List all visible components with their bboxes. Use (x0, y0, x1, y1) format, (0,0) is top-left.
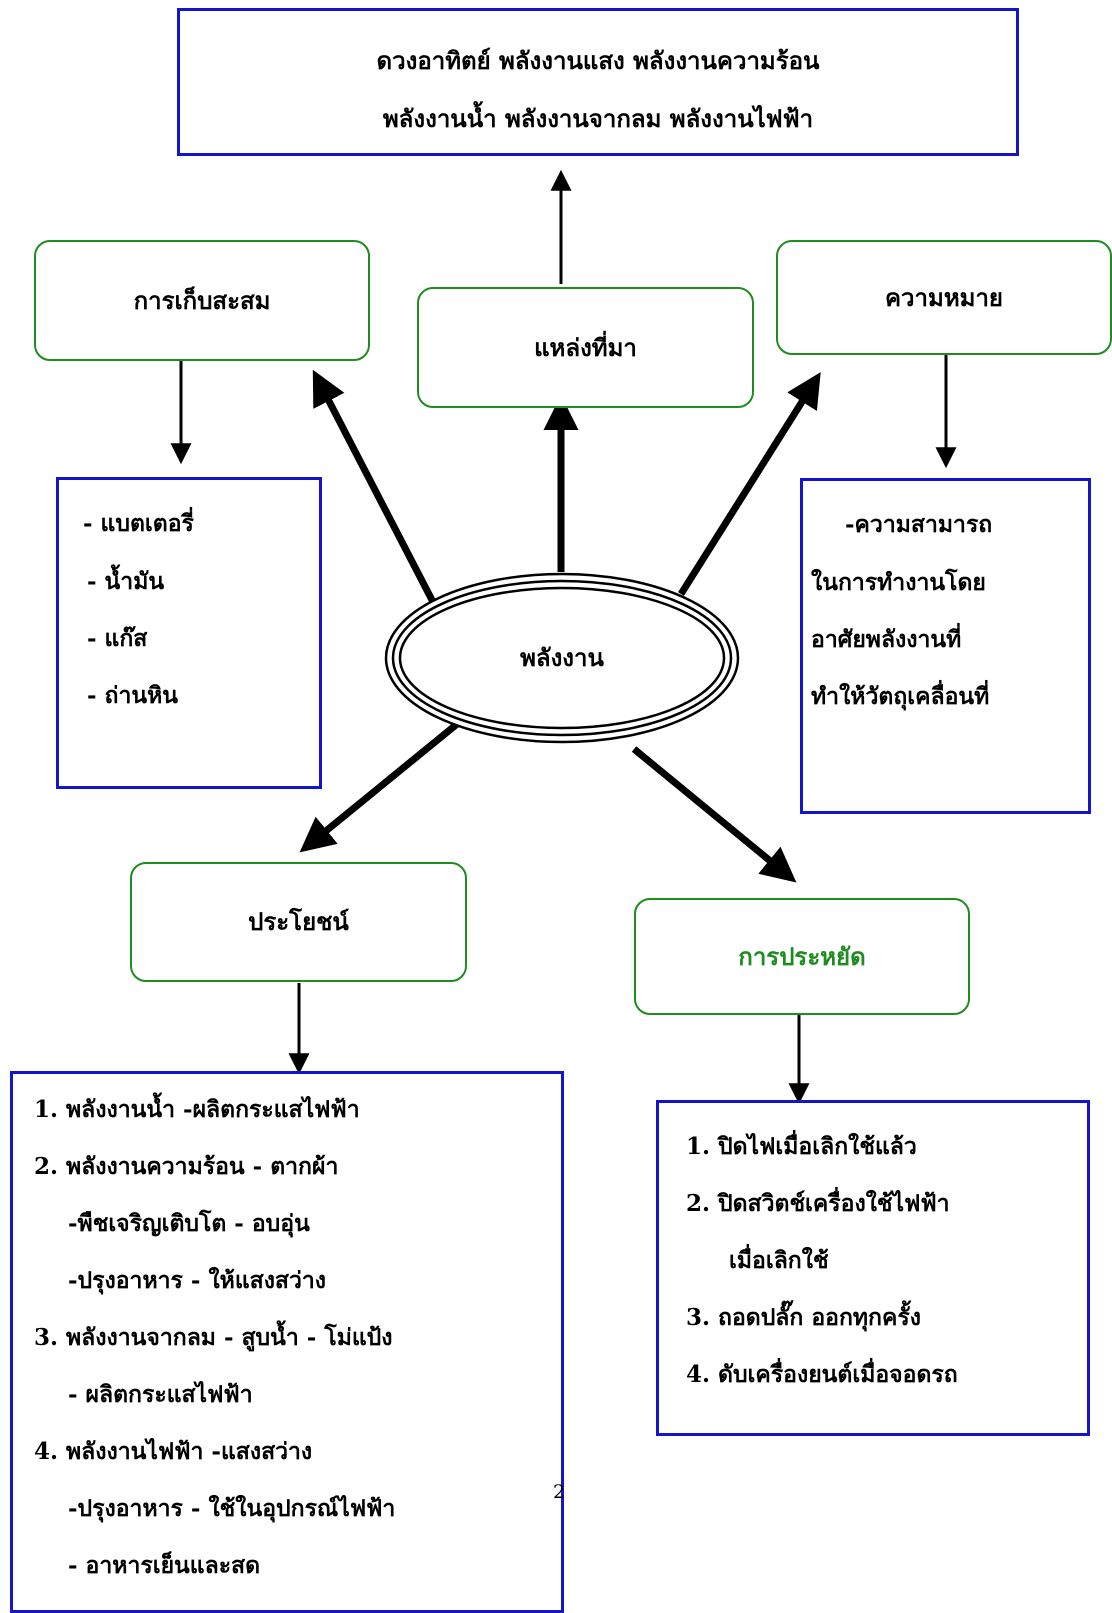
benefits-item-9: - อาหารเย็นและสด (68, 1552, 261, 1579)
benefits-item-2: 2. พลังงานความร้อน - ตากผ้า (34, 1153, 339, 1180)
benefits-node-label: ประโยชน์ (248, 907, 349, 936)
saving-list-box: 1. ปิดไฟเมื่อเลิกใช้แล้ว 2. ปิดสวิตช์เคร… (656, 1100, 1090, 1436)
saving-item-3: เมื่อเลิกใช้ (729, 1247, 829, 1274)
storage-node: การเก็บสะสม (34, 240, 370, 361)
saving-item-5: 4. ดับเครื่องยนต์เมื่อจอดรถ (686, 1361, 958, 1388)
saving-node-label: การประหยัด (738, 941, 866, 971)
center-to-saving-arrow (631, 746, 797, 883)
benefits-item-7: 4. พลังงานไฟฟ้า -แสงสว่าง (34, 1438, 313, 1465)
benefits-item-6: - ผลิตกระแสไฟฟ้า (68, 1381, 253, 1408)
saving-item-4: 3. ถอดปลั๊ก ออกทุกครั้ง (686, 1304, 921, 1331)
center-to-storage-arrow (312, 369, 437, 604)
center-node-ellipse (384, 572, 740, 744)
benefits-list-box: 1. พลังงานน้ำ -ผลิตกระแสไฟฟ้า 2. พลังงาน… (10, 1071, 564, 1613)
source-node: แหล่งที่มา (417, 287, 754, 408)
storage-node-label: การเก็บสะสม (133, 285, 271, 315)
energy-sources-line-2: พลังงานน้ำ พลังงานจากลม พลังงานไฟฟ้า (382, 104, 814, 133)
benefits-item-5: 3. พลังงานจากลม - สูบน้ำ - โม่แป้ง (34, 1324, 393, 1351)
storage-item-1: - แบตเตอรี่ (83, 510, 194, 537)
storage-list-box: - แบตเตอรี่ - น้ำมัน - แก๊ส - ถ่านหิน (56, 477, 322, 789)
storage-item-4: - ถ่านหิน (87, 682, 179, 709)
meaning-definition-line-3: อาศัยพลังงานที่ (811, 626, 962, 653)
storage-item-3: - แก๊ส (87, 625, 148, 652)
energy-sources-line-1: ดวงอาทิตย์ พลังงานแสง พลังงานความร้อน (376, 46, 820, 75)
benefits-item-3: -พืชเจริญเติบโต - อบอุ่น (68, 1210, 310, 1237)
meaning-definition-box: -ความสามารถ ในการทำงานโดย อาศัยพลังงานที… (800, 478, 1091, 814)
benefits-item-4: -ปรุงอาหาร - ให้แสงสว่าง (68, 1267, 327, 1294)
meaning-definition-line-2: ในการทำงานโดย (811, 569, 986, 596)
benefits-item-1: 1. พลังงานน้ำ -ผลิตกระแสไฟฟ้า (34, 1096, 360, 1123)
center-to-benefits-arrow (299, 717, 465, 853)
meaning-node-label: ความหมาย (884, 282, 1003, 312)
meaning-definition-line-4: ทำให้วัตถุเคลื่อนที่ (811, 683, 990, 710)
center-node-label: พลังงาน (520, 643, 604, 672)
meaning-definition-line-1: -ความสามารถ (845, 511, 993, 538)
source-node-label: แหล่งที่มา (534, 332, 637, 362)
saving-item-1: 1. ปิดไฟเมื่อเลิกใช้แล้ว (686, 1133, 917, 1160)
meaning-node: ความหมาย (776, 240, 1112, 355)
benefits-node: ประโยชน์ (130, 862, 467, 982)
energy-sources-box: ดวงอาทิตย์ พลังงานแสง พลังงานความร้อน พล… (177, 8, 1019, 156)
saving-item-2: 2. ปิดสวิตช์เครื่องใช้ไฟฟ้า (686, 1190, 950, 1217)
saving-node: การประหยัด (634, 898, 970, 1015)
storage-item-2: - น้ำมัน (87, 568, 165, 595)
page-number: 2 (553, 1481, 566, 1503)
center-to-meaning-arrow (678, 372, 821, 596)
benefits-item-8: -ปรุงอาหาร - ใช้ในอุปกรณ์ไฟฟ้า (68, 1495, 396, 1522)
